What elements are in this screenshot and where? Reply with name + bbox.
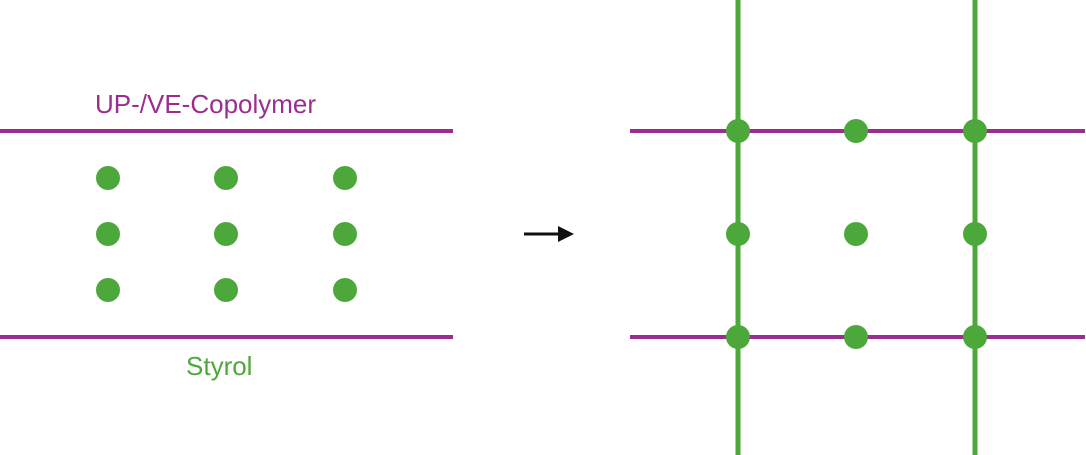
crosslink-node (963, 325, 987, 349)
styrene-monomer (333, 278, 357, 302)
crosslink-node (844, 119, 868, 143)
crosslink-node (844, 222, 868, 246)
styrene-monomer (96, 222, 120, 246)
styrene-monomer (214, 222, 238, 246)
styrene-monomers (96, 166, 357, 302)
crosslink-node (963, 119, 987, 143)
crosslink-node (726, 325, 750, 349)
crosslink-node (844, 325, 868, 349)
copolymer-label: UP-/VE-Copolymer (95, 89, 316, 119)
after-panel (630, 0, 1085, 455)
crosslink-node (963, 222, 987, 246)
styrene-monomer (333, 166, 357, 190)
styrene-label: Styrol (186, 351, 252, 381)
styrene-monomer (96, 166, 120, 190)
styrene-monomer (96, 278, 120, 302)
crosslink-node (726, 222, 750, 246)
before-panel: UP-/VE-Copolymer Styrol (0, 89, 453, 381)
crosslink-node (726, 119, 750, 143)
crosslink-nodes (726, 119, 987, 349)
styrene-monomer (214, 278, 238, 302)
reaction-arrow-icon (524, 226, 574, 242)
styrene-monomer (333, 222, 357, 246)
styrene-monomer (214, 166, 238, 190)
